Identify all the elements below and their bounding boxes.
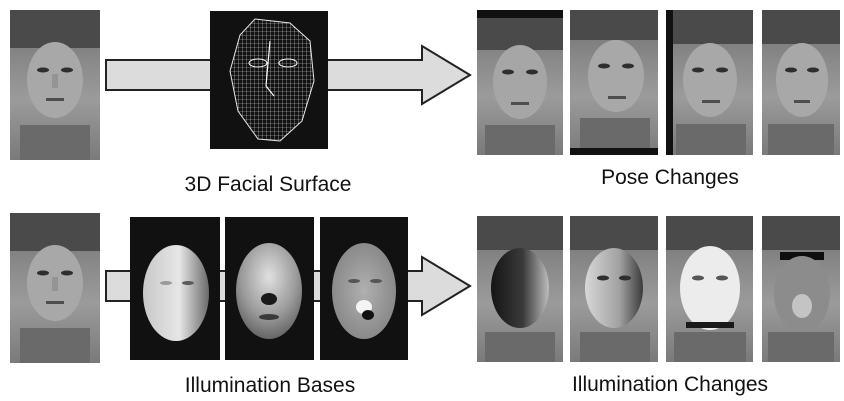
pose-face-2 xyxy=(570,10,658,155)
illumination-face-3 xyxy=(666,216,753,362)
source-face-photo-bottom xyxy=(10,213,100,363)
illumination-basis-2 xyxy=(225,217,314,360)
illumination-face-2 xyxy=(570,216,658,362)
pose-face-3 xyxy=(666,10,753,155)
pose-face-4 xyxy=(762,10,840,155)
illumination-basis-3 xyxy=(320,217,408,360)
illumination-basis-1 xyxy=(130,217,220,360)
pose-face-1 xyxy=(477,10,563,155)
3d-facial-surface-mesh xyxy=(210,11,328,149)
source-face-photo-top xyxy=(10,10,100,160)
illumination-face-4 xyxy=(762,216,840,362)
caption-pose-changes: Pose Changes xyxy=(540,166,800,190)
illumination-face-1 xyxy=(477,216,563,362)
caption-illumination-changes: Illumination Changes xyxy=(525,373,815,397)
caption-illumination-bases: Illumination Bases xyxy=(140,374,400,398)
caption-3d-facial-surface: 3D Facial Surface xyxy=(148,173,388,197)
